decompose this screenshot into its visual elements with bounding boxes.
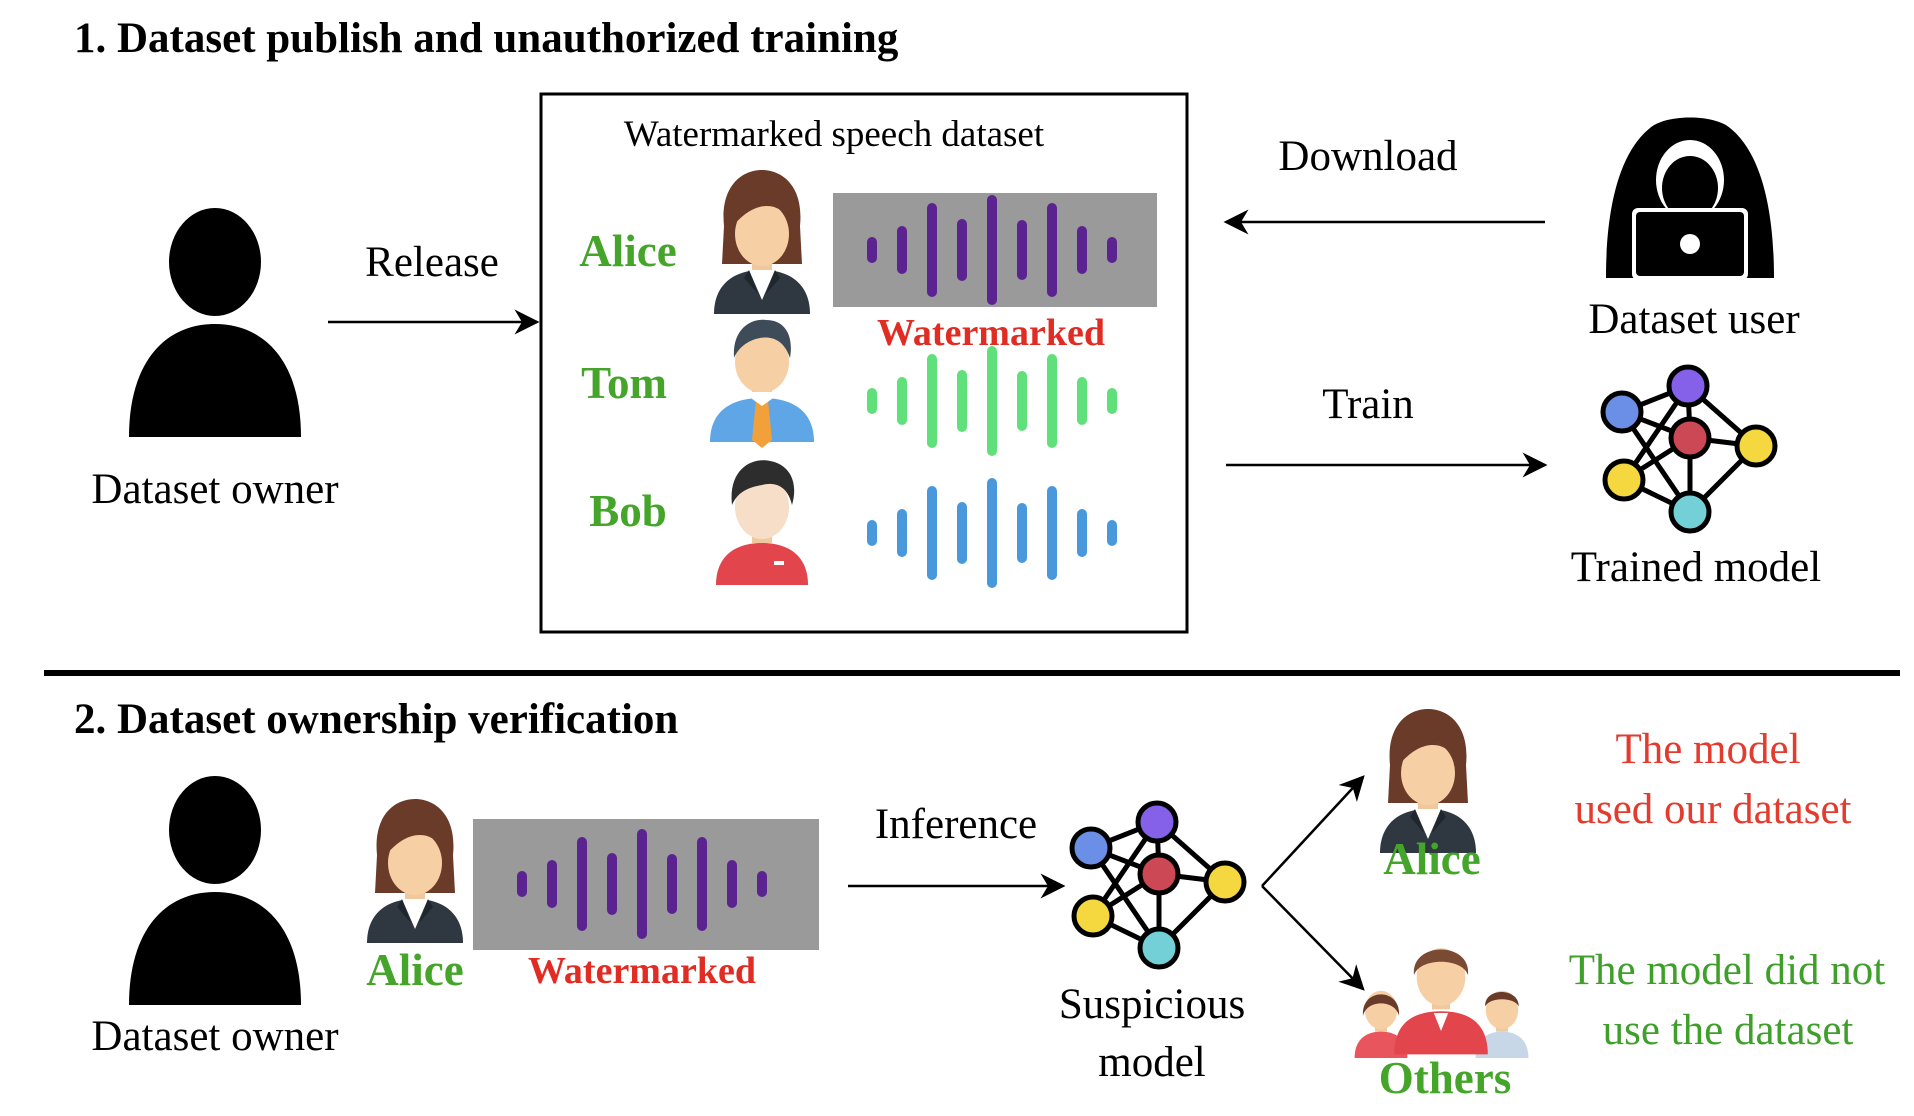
others-group-icon xyxy=(1354,948,1529,1058)
alice-query-avatar-icon xyxy=(367,799,463,943)
waveform-bar xyxy=(547,860,557,908)
waveform-bar xyxy=(1077,226,1087,274)
network-node xyxy=(1668,490,1712,534)
dataset-user-label: Dataset user xyxy=(1588,296,1799,343)
train-label: Train xyxy=(1322,381,1414,428)
bob-avatar-icon xyxy=(716,460,808,585)
dataset-owner-icon xyxy=(129,208,301,437)
network-node xyxy=(1137,926,1181,970)
outcome-arrow-others xyxy=(1261,885,1365,991)
outcome-arrow-alice xyxy=(1261,775,1365,887)
network-node xyxy=(1069,826,1113,870)
verdict-used-line2: used our dataset xyxy=(1574,786,1851,833)
network-node xyxy=(1071,894,1115,938)
dataset-box xyxy=(539,92,1189,634)
dataset-box-title: Watermarked speech dataset xyxy=(624,114,1045,155)
waveform-bar xyxy=(897,226,907,274)
waveform-bar xyxy=(1077,509,1087,557)
network-node xyxy=(1666,364,1710,408)
waveform-bar xyxy=(927,203,937,297)
waveform-bar xyxy=(927,354,937,448)
dataset-user-hacker-icon xyxy=(1606,117,1774,280)
dataset-owner-label: Dataset owner xyxy=(91,466,338,513)
waveform-bar xyxy=(987,195,997,305)
waveform-query-watermarked xyxy=(517,829,767,939)
suspicious-model-label-line1: Suspicious xyxy=(1059,981,1245,1028)
suspicious-model-network-icon xyxy=(1069,800,1247,970)
query-watermarked-label: Watermarked xyxy=(528,950,756,992)
verdict-used-line1: The model xyxy=(1615,726,1800,773)
waveform-bar xyxy=(757,871,767,897)
waveform-bar xyxy=(577,837,587,931)
waveform-bar xyxy=(1047,486,1057,580)
download-label: Download xyxy=(1278,133,1457,180)
waveform-bar xyxy=(1017,371,1027,431)
query-speaker-name: Alice xyxy=(366,945,463,995)
waveform-bar xyxy=(1077,377,1087,425)
section1-title: 1. Dataset publish and unauthorized trai… xyxy=(74,15,899,62)
network-node xyxy=(1734,424,1778,468)
waveform-bar xyxy=(517,871,527,897)
waveform-bar xyxy=(987,346,997,456)
suspicious-model-label-line2: model xyxy=(1098,1039,1206,1086)
waveform-bar xyxy=(897,509,907,557)
network-node xyxy=(1137,852,1181,896)
outcome-others-name: Others xyxy=(1379,1053,1511,1103)
dataset-owner-icon-2 xyxy=(129,776,301,1005)
waveform-bar xyxy=(957,370,967,432)
waveform-bar xyxy=(957,502,967,564)
speaker-name-bob: Bob xyxy=(589,486,667,536)
waveform-bar xyxy=(987,478,997,588)
outcome-alice-name: Alice xyxy=(1383,834,1480,884)
waveform-bar xyxy=(957,219,967,281)
waveform-bar xyxy=(1107,388,1117,414)
waveform-bar xyxy=(897,377,907,425)
speaker-name-alice: Alice xyxy=(579,226,676,276)
waveform-tom xyxy=(867,346,1117,456)
waveform-bar xyxy=(637,829,647,939)
waveform-bar xyxy=(1047,203,1057,297)
network-node xyxy=(1668,416,1712,460)
network-node xyxy=(1600,390,1644,434)
outcome-alice-avatar-icon xyxy=(1380,709,1476,853)
tom-avatar-icon xyxy=(710,319,814,448)
release-label: Release xyxy=(365,239,499,286)
waveform-bar xyxy=(697,837,707,931)
verdict-not-used-line2: use the dataset xyxy=(1603,1007,1854,1054)
inference-label: Inference xyxy=(875,801,1037,848)
waveform-alice-watermarked xyxy=(867,195,1117,305)
waveform-bar xyxy=(1017,220,1027,280)
section2-title: 2. Dataset ownership verification xyxy=(74,696,678,743)
waveform-bar xyxy=(1047,354,1057,448)
trained-model-label: Trained model xyxy=(1571,544,1821,591)
dataset-owner-label-2: Dataset owner xyxy=(91,1013,338,1060)
network-node xyxy=(1203,860,1247,904)
verdict-not-used-line1: The model did not xyxy=(1569,947,1886,994)
waveform-bob xyxy=(867,478,1117,588)
waveform-bar xyxy=(867,237,877,263)
waveform-bar xyxy=(1107,520,1117,546)
waveform-bar xyxy=(867,388,877,414)
waveform-bar xyxy=(727,860,737,908)
waveform-bar xyxy=(1107,237,1117,263)
waveform-bar xyxy=(927,486,937,580)
trained-model-network-icon xyxy=(1600,364,1778,534)
speaker-name-tom: Tom xyxy=(581,358,667,408)
network-node xyxy=(1602,458,1646,502)
alice-avatar-icon xyxy=(714,170,810,314)
waveform-bar xyxy=(667,854,677,914)
waveform-bar xyxy=(1017,503,1027,563)
waveform-bar xyxy=(607,853,617,915)
waveform-bar xyxy=(867,520,877,546)
network-node xyxy=(1135,800,1179,844)
